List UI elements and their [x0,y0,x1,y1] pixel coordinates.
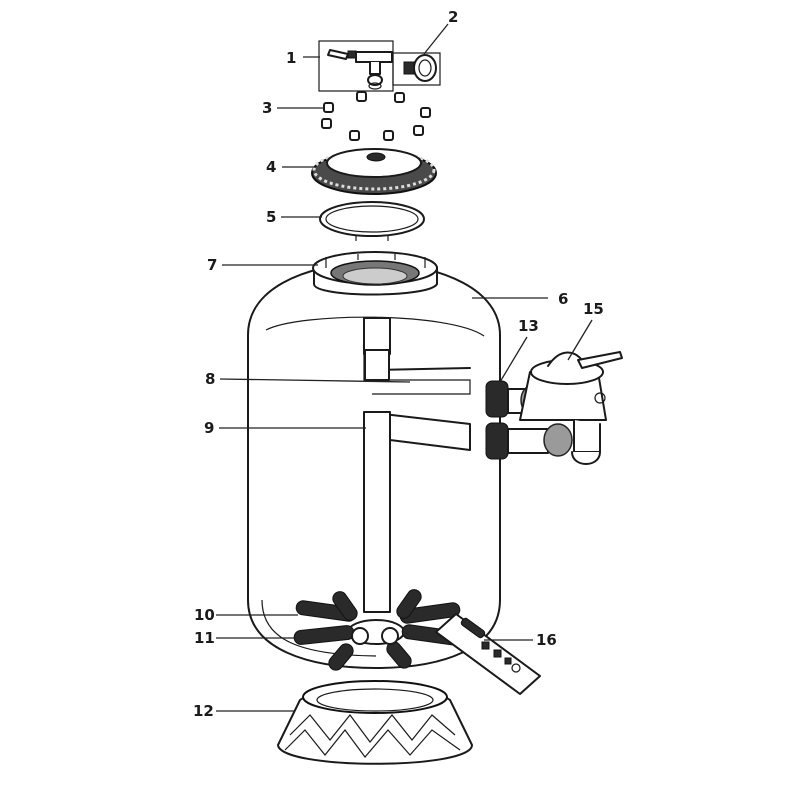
nuts-part-3 [321,91,431,141]
top-flange-part-7 [312,251,438,296]
callout-13: 13 [518,317,539,335]
callout-3: 3 [262,99,272,117]
base-part-12 [277,680,473,765]
lateral-kit-part-16 [435,613,541,695]
callout-16: 16 [536,631,557,649]
callout-15: 15 [583,300,604,318]
callout-5: 5 [266,208,276,226]
callout-7: 7 [207,256,217,274]
callout-12: 12 [193,702,214,720]
callout-8: 8 [205,370,215,388]
callout-10: 10 [194,606,215,624]
callout-11: 11 [194,629,215,647]
lower-pipe-part-9 [363,411,471,613]
gauge-assembly-part-1 [318,40,394,92]
leader-lines [216,23,593,712]
gauge-part-2 [392,52,441,86]
callout-6: 6 [558,290,568,308]
callout-labels: 1 2 3 4 5 6 7 8 9 10 11 12 13 15 16 [193,8,604,720]
multiport-valve-part-15 [519,351,623,465]
lid-part-4 [311,148,437,195]
callout-9: 9 [204,419,214,437]
upper-pipe-part-8 [363,317,471,395]
callout-2: 2 [448,8,458,26]
callout-1: 1 [286,49,296,67]
callout-4: 4 [266,158,276,176]
o-ring-part-5 [319,201,425,241]
